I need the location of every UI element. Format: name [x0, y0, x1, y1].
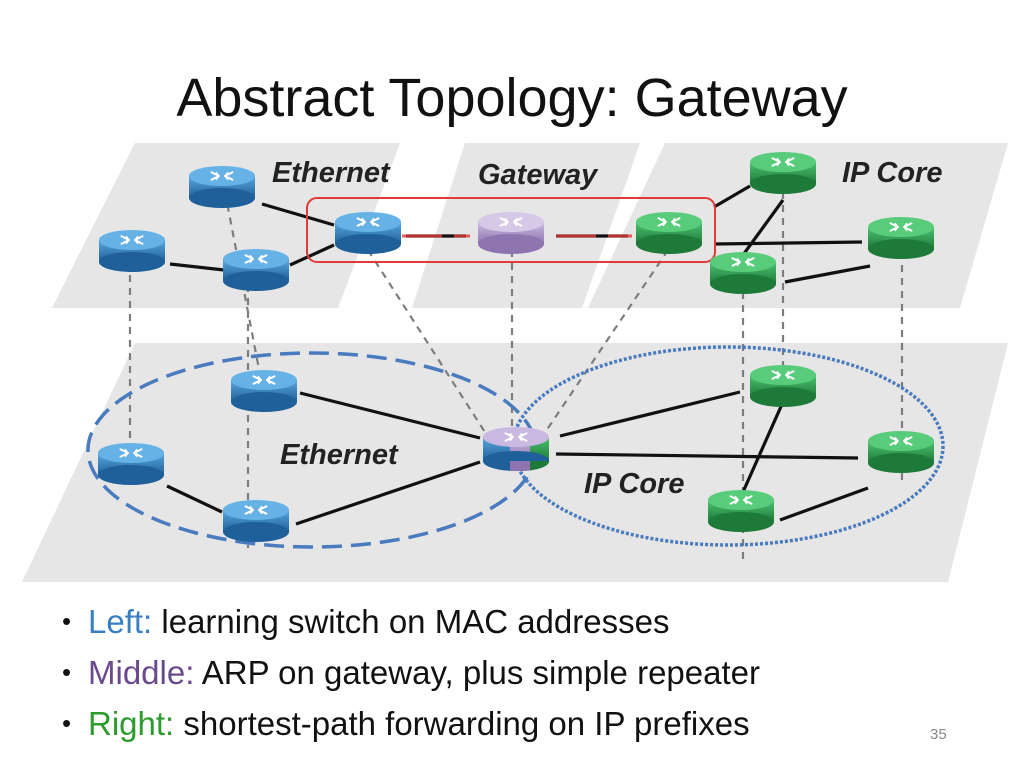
router-icon: [750, 152, 816, 194]
bullet-list: •Left: learning switch on MAC addresses …: [62, 596, 760, 749]
ip-core-boundary: [511, 345, 945, 547]
router-icon: [708, 490, 774, 532]
page-number: 35: [930, 726, 947, 743]
router-icon: [99, 230, 165, 272]
gateway-router-icon: [478, 212, 544, 254]
label-bottom-ipcore: IP Core: [584, 468, 684, 500]
combined-gateway-router-icon: [483, 427, 550, 472]
router-icon: [710, 252, 776, 294]
bullet-right: • Right: shortest-path forwarding on IP p…: [62, 698, 760, 749]
router-icon: [223, 500, 289, 542]
bullet-middle: • Middle: ARP on gateway, plus simple rep…: [62, 647, 760, 698]
label-bottom-ethernet: Ethernet: [280, 439, 399, 471]
label-top-gateway: Gateway: [478, 159, 599, 191]
router-icon: [868, 431, 934, 473]
router-icon: [231, 370, 297, 412]
bullet-text: shortest-path forwarding on IP prefixes: [183, 705, 750, 742]
label-top-ipcore: IP Core: [842, 157, 942, 189]
router-icon: [335, 212, 401, 254]
bullet-dot: •: [62, 708, 72, 738]
bullet-prefix: Middle:: [88, 654, 195, 691]
bullet-text: ARP on gateway, plus simple repeater: [201, 654, 760, 691]
bullet-dot: •: [62, 657, 72, 687]
bullet-text: learning switch on MAC addresses: [161, 603, 670, 640]
bullet-dot: •: [62, 606, 72, 636]
bottom-layer-links: [166, 390, 869, 526]
router-icon: [223, 249, 289, 291]
router-icon: [868, 217, 934, 259]
topology-diagram: Ethernet Gateway IP Core Ethernet IP Cor…: [22, 143, 1008, 582]
slide-title: Abstract Topology: Gateway: [176, 68, 848, 128]
router-icon: [636, 212, 702, 254]
router-icon: [750, 365, 816, 407]
bullet-prefix: Right:: [88, 705, 175, 742]
bullet-prefix: Left:: [88, 603, 153, 640]
router-icon: [189, 166, 255, 208]
label-top-ethernet: Ethernet: [272, 157, 391, 189]
bullet-left: • Left: learning switch on MAC addresses: [62, 596, 760, 647]
router-icon: [98, 443, 164, 485]
gateway-highlight-box: [306, 197, 716, 263]
